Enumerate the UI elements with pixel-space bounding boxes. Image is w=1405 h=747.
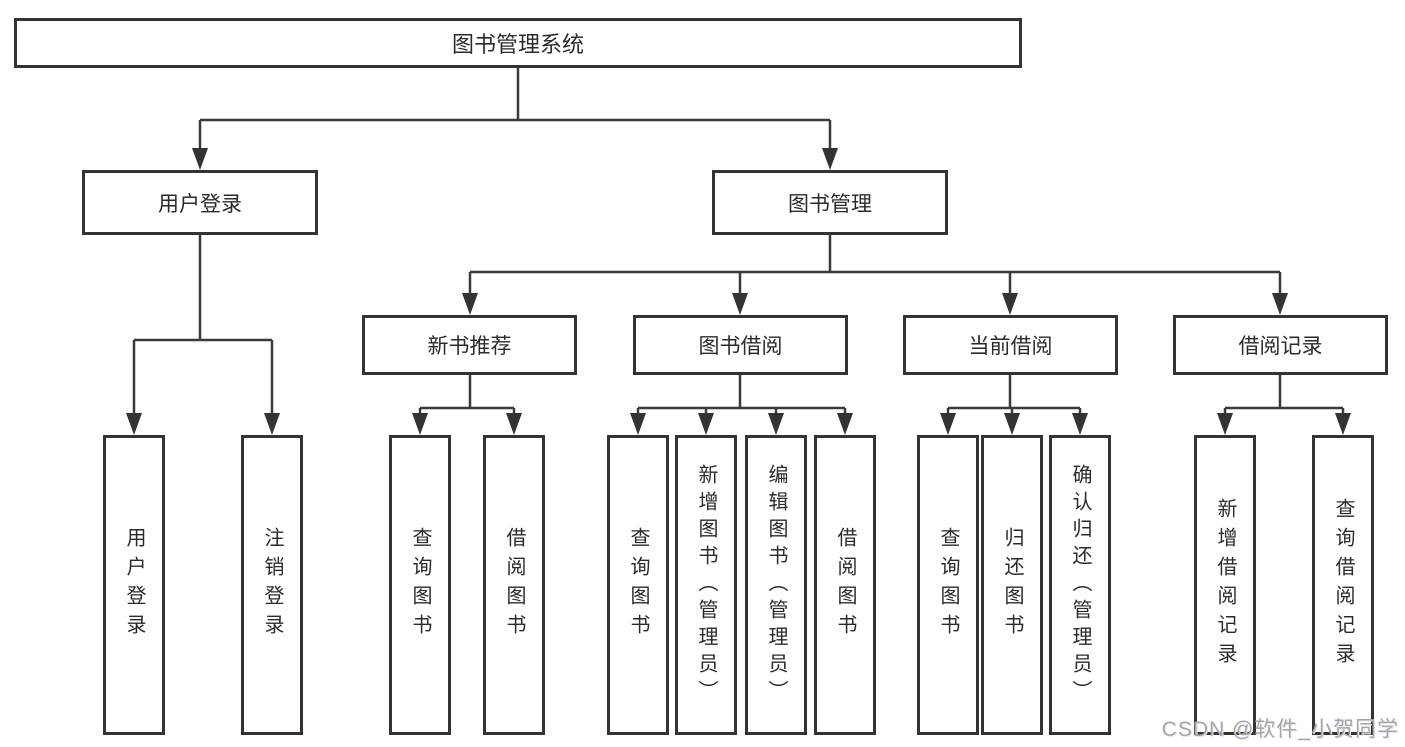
leaf-add-books-admin: 新增图书（管理员） <box>675 435 737 735</box>
node-book-borrowing-label: 图书借阅 <box>698 335 783 358</box>
arrowhead-icon <box>1002 293 1018 315</box>
arrowhead-icon <box>462 293 478 315</box>
arrowhead-icon <box>1004 413 1020 435</box>
leaf-label: 编辑图书（管理员） <box>765 463 787 707</box>
node-current-borrowing-label: 当前借阅 <box>968 335 1053 358</box>
leaf-query-books-3: 查询图书 <box>917 435 979 735</box>
arrowhead-icon <box>837 413 853 435</box>
node-current-borrowing: 当前借阅 <box>903 315 1118 375</box>
leaf-label: 新增借阅记录 <box>1214 498 1236 672</box>
connector-new-books <box>418 375 516 415</box>
leaf-label: 查询图书 <box>937 527 959 643</box>
leaf-add-borrow-record: 新增借阅记录 <box>1194 435 1256 735</box>
node-new-books-label: 新书推荐 <box>427 335 512 358</box>
arrowhead-icon <box>698 413 714 435</box>
leaf-edit-books-admin: 编辑图书（管理员） <box>745 435 807 735</box>
connector-root <box>198 68 832 150</box>
node-book-management: 图书管理 <box>712 170 948 235</box>
node-borrow-records: 借阅记录 <box>1173 315 1388 375</box>
arrowhead-icon <box>1272 293 1288 315</box>
leaf-borrow-books-1: 借阅图书 <box>483 435 545 735</box>
arrowhead-icon <box>192 148 208 170</box>
arrowhead-icon <box>768 413 784 435</box>
arrowhead-icon <box>412 413 428 435</box>
node-borrow-records-label: 借阅记录 <box>1238 335 1323 358</box>
connector-book-borrowing <box>636 375 847 415</box>
leaf-user-login: 用户登录 <box>103 435 165 735</box>
leaf-borrow-books-2: 借阅图书 <box>814 435 876 735</box>
leaf-label: 查询图书 <box>409 527 431 643</box>
connector-borrow-records <box>1223 375 1345 415</box>
leaf-confirm-return-admin: 确认归还（管理员） <box>1049 435 1111 735</box>
node-user-login: 用户登录 <box>82 170 318 235</box>
connector-user-login <box>132 235 274 415</box>
leaf-label: 查询图书 <box>627 527 649 643</box>
connector-book-management <box>468 235 1282 295</box>
leaf-label: 确认归还（管理员） <box>1069 463 1091 707</box>
node-root: 图书管理系统 <box>14 18 1022 68</box>
arrowhead-icon <box>1072 413 1088 435</box>
leaf-query-books-1: 查询图书 <box>389 435 451 735</box>
node-book-management-label: 图书管理 <box>788 192 872 216</box>
leaf-label: 注销登录 <box>261 527 283 643</box>
leaf-label: 查询借阅记录 <box>1332 498 1354 672</box>
leaf-label: 新增图书（管理员） <box>695 463 717 707</box>
leaf-label: 归还图书 <box>1001 527 1023 643</box>
arrowhead-icon <box>506 413 522 435</box>
leaf-query-books-2: 查询图书 <box>607 435 669 735</box>
arrowhead-icon <box>126 413 142 435</box>
leaf-label: 借阅图书 <box>834 527 856 643</box>
leaf-return-books: 归还图书 <box>981 435 1043 735</box>
arrowhead-icon <box>822 148 838 170</box>
node-root-label: 图书管理系统 <box>451 32 584 57</box>
arrowhead-icon <box>1335 413 1351 435</box>
leaf-query-borrow-record: 查询借阅记录 <box>1312 435 1374 735</box>
leaf-label: 借阅图书 <box>503 527 525 643</box>
leaf-logout: 注销登录 <box>241 435 303 735</box>
node-user-login-label: 用户登录 <box>158 192 242 216</box>
connector-current-borrowing <box>946 375 1082 415</box>
arrowhead-icon <box>264 413 280 435</box>
node-new-books: 新书推荐 <box>362 315 577 375</box>
arrowhead-icon <box>940 413 956 435</box>
csdn-watermark: CSDN @软件_小贺同学 <box>1161 718 1399 741</box>
leaf-label: 用户登录 <box>123 527 145 643</box>
arrowhead-icon <box>732 293 748 315</box>
arrowhead-icon <box>1217 413 1233 435</box>
arrowhead-icon <box>630 413 646 435</box>
node-book-borrowing: 图书借阅 <box>633 315 848 375</box>
